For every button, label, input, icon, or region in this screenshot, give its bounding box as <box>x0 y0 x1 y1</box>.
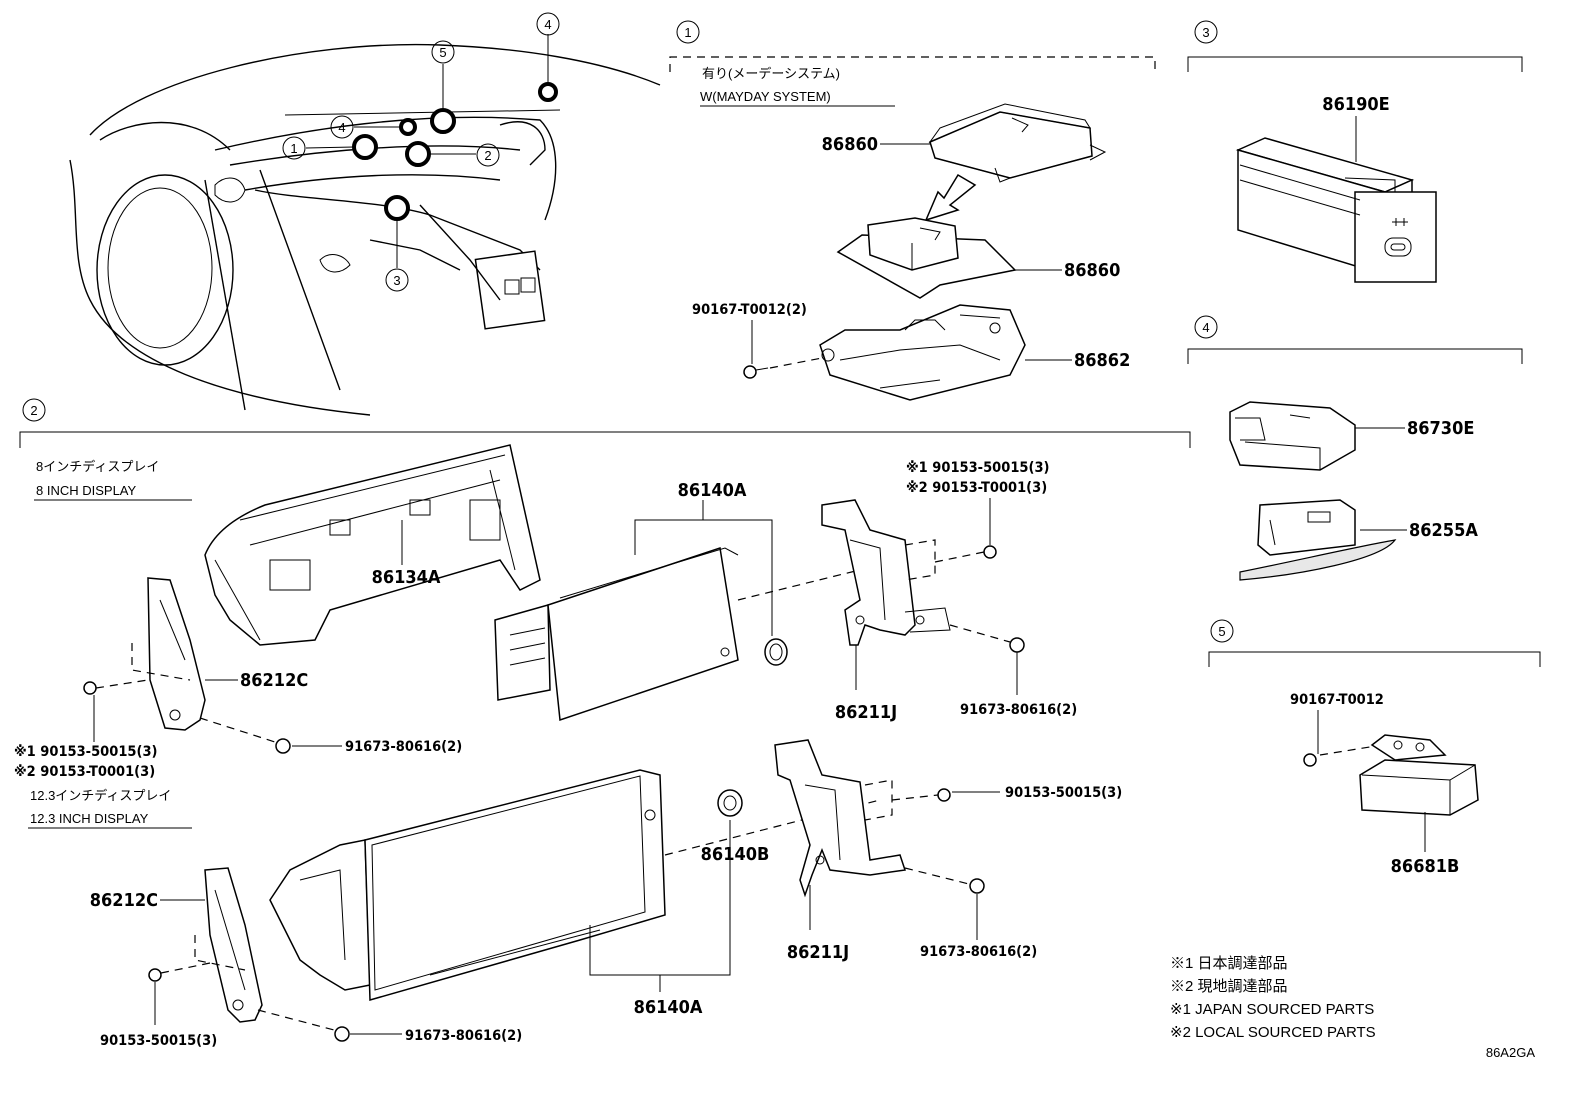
screw-icon <box>83 681 97 695</box>
part-86211j-bottom: 86211J <box>787 942 849 963</box>
section-4-header: 4 <box>1187 315 1523 364</box>
bracket-86862 <box>819 304 1026 401</box>
knob-icon <box>717 789 743 817</box>
part-90167-t0012: 90167-T0012 <box>1290 692 1384 708</box>
overview-callout-4a: 4 <box>536 12 560 36</box>
section-5-header: 5 <box>1208 619 1541 667</box>
leader <box>904 867 970 885</box>
display-8-en: 8 INCH DISPLAY <box>36 483 137 498</box>
telematics-module-86860-bottom <box>836 217 1017 299</box>
part-86140b: 86140B <box>701 844 770 865</box>
overview-callout-5: 5 <box>431 40 455 64</box>
switch-86730e <box>1229 401 1356 471</box>
display-86140a-8inch <box>494 547 739 722</box>
part-91673-b: 91673-80616(2) <box>960 702 1077 718</box>
leader <box>891 794 939 801</box>
screw-icon <box>148 968 162 982</box>
display-12-jp: 12.3インチディスプレイ <box>30 788 171 803</box>
callout-label: 4 <box>544 17 551 32</box>
cover-86255a <box>1239 499 1397 581</box>
part-86730e: 86730E <box>1407 418 1474 439</box>
bracket-86212c-bottom <box>194 867 263 1023</box>
leader <box>257 1009 335 1031</box>
callout-label: 1 <box>684 25 691 40</box>
part-86140a-top: 86140A <box>678 480 747 501</box>
callout-label: 5 <box>439 45 446 60</box>
screw-icon <box>334 1026 350 1042</box>
part-86211j-top: 86211J <box>835 702 897 723</box>
part-90153-mid: 90153-50015(3) <box>1005 785 1122 801</box>
part-90167-t0012-2: 90167-T0012(2) <box>692 302 807 318</box>
right-ref-2: ※2 90153-T0001(3) <box>906 480 1047 496</box>
leader <box>769 357 823 369</box>
leader <box>199 717 276 743</box>
legend-local-sourced-en: ※2 LOCAL SOURCED PARTS <box>1170 1024 1376 1041</box>
part-86140a-bottom: 86140A <box>634 997 703 1018</box>
leader <box>934 551 985 563</box>
module-86681b <box>1359 734 1479 816</box>
bracket-86211j-bottom <box>774 739 906 898</box>
leader <box>949 624 1011 643</box>
section-1-header: 1 <box>669 20 1156 72</box>
legend-japan-sourced-en: ※1 JAPAN SOURCED PARTS <box>1170 1001 1374 1018</box>
part-91673-c: 91673-80616(2) <box>405 1028 522 1044</box>
telematics-module-86860-top <box>928 103 1107 183</box>
leader <box>160 962 211 974</box>
part-86134a: 86134A <box>372 567 441 588</box>
right-ref-1: ※1 90153-50015(3) <box>906 460 1049 476</box>
part-86681b: 86681B <box>1391 856 1460 877</box>
section-2-header: 2 <box>19 398 1191 448</box>
part-86860-bottom: 86860 <box>1064 260 1120 281</box>
callout-label: 1 <box>290 141 297 156</box>
usb-port-86190e <box>1235 137 1437 283</box>
display-86140a-12inch <box>269 769 666 1001</box>
figure-id: 86A2GA <box>1486 1045 1535 1060</box>
arrow-icon <box>924 173 977 222</box>
part-86255a: 86255A <box>1409 520 1478 541</box>
part-86862: 86862 <box>1074 350 1130 371</box>
left-ref-2: ※2 90153-T0001(3) <box>14 764 155 780</box>
overview-callout-2: 2 <box>476 143 500 167</box>
screw-icon <box>743 365 769 379</box>
screw-icon <box>1303 753 1317 767</box>
part-86212c-top: 86212C <box>240 670 308 691</box>
part-86212c-bottom: 86212C <box>90 890 158 911</box>
car-interior-overview <box>69 34 661 416</box>
bracket-86211j-top <box>821 499 951 646</box>
screw-icon <box>969 878 985 894</box>
mayday-note-jp: 有り(メーデーシステム) <box>702 66 840 81</box>
part-86860-top: 86860 <box>822 134 878 155</box>
mayday-note-en: W(MAYDAY SYSTEM) <box>700 89 831 104</box>
bracket-86212c-top <box>131 577 206 731</box>
callout-label: 4 <box>338 120 345 135</box>
overview-callout-4b: 4 <box>330 115 354 139</box>
screw-icon <box>275 738 291 754</box>
left-ref-1: ※1 90153-50015(3) <box>14 744 157 760</box>
leader <box>95 679 149 689</box>
legend-japan-sourced-jp: ※1 日本調達部品 <box>1170 955 1288 972</box>
legend-local-sourced-jp: ※2 現地調達部品 <box>1170 978 1288 995</box>
part-90153-bot: 90153-50015(3) <box>100 1033 217 1049</box>
part-86190e: 86190E <box>1322 94 1389 115</box>
display-12-en: 12.3 INCH DISPLAY <box>30 811 149 826</box>
knob-icon <box>764 638 788 666</box>
leader <box>1319 744 1383 756</box>
callout-label: 3 <box>1202 25 1209 40</box>
callout-label: 2 <box>30 403 37 418</box>
screw-icon <box>937 788 951 802</box>
callout-label: 5 <box>1218 624 1225 639</box>
callout-label: 2 <box>484 148 491 163</box>
part-91673-d: 91673-80616(2) <box>920 944 1037 960</box>
bezel-86134a <box>204 444 541 646</box>
screw-icon <box>983 545 997 559</box>
screw-icon <box>1009 637 1025 653</box>
callout-label: 4 <box>1202 320 1209 335</box>
display-8-jp: 8インチディスプレイ <box>36 459 159 474</box>
part-91673-a: 91673-80616(2) <box>345 739 462 755</box>
section-3-header: 3 <box>1187 20 1523 72</box>
callout-label: 3 <box>393 273 400 288</box>
overview-callout-1: 1 <box>282 136 306 160</box>
overview-callout-3: 3 <box>385 268 409 292</box>
